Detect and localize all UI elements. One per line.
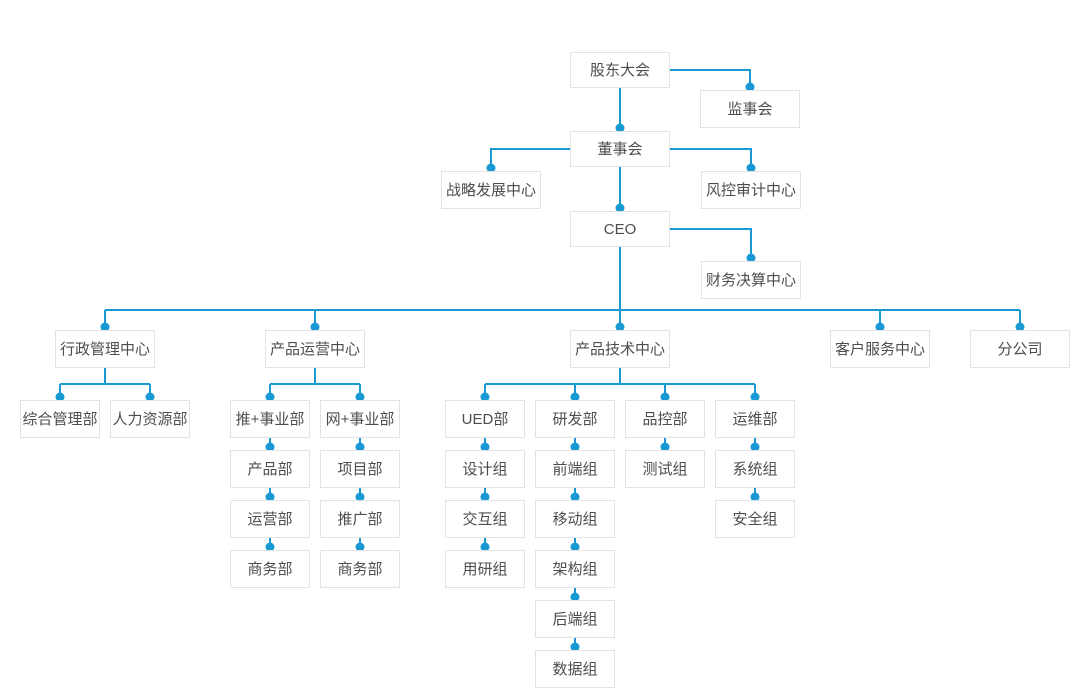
org-node-general-mgmt-dept: 综合管理部 [20, 400, 100, 438]
org-node-business-dept-2: 商务部 [320, 550, 400, 588]
org-node-architecture-group: 架构组 [535, 550, 615, 588]
org-node-interaction-group: 交互组 [445, 500, 525, 538]
org-node-customer-service-center: 客户服务中心 [830, 330, 930, 368]
org-node-security-group: 安全组 [715, 500, 795, 538]
org-node-product-tech-center: 产品技术中心 [570, 330, 670, 368]
org-node-ops-maintenance-dept: 运维部 [715, 400, 795, 438]
org-node-product-ops-center: 产品运营中心 [265, 330, 365, 368]
org-node-strategy-dev-center: 战略发展中心 [441, 171, 541, 209]
org-node-business-dept-1: 商务部 [230, 550, 310, 588]
org-node-branch-company: 分公司 [970, 330, 1070, 368]
org-node-backend-group: 后端组 [535, 600, 615, 638]
connector-dots [55, 82, 1025, 652]
org-node-system-group: 系统组 [715, 450, 795, 488]
org-node-project-dept: 项目部 [320, 450, 400, 488]
org-node-board-of-directors: 董事会 [570, 131, 670, 167]
org-node-hr-dept: 人力资源部 [110, 400, 190, 438]
org-node-frontend-group: 前端组 [535, 450, 615, 488]
org-node-finance-settlement-center: 财务决算中心 [701, 261, 801, 299]
org-node-tui-plus-division: 推+事业部 [230, 400, 310, 438]
org-node-risk-audit-center: 风控审计中心 [701, 171, 801, 209]
org-node-wang-plus-division: 网+事业部 [320, 400, 400, 438]
org-node-rd-dept: 研发部 [535, 400, 615, 438]
org-node-promotion-dept: 推广部 [320, 500, 400, 538]
org-node-mobile-group: 移动组 [535, 500, 615, 538]
org-node-supervisory-board: 监事会 [700, 90, 800, 128]
org-node-admin-mgmt-center: 行政管理中心 [55, 330, 155, 368]
org-node-user-research-group: 用研组 [445, 550, 525, 588]
org-node-ceo: CEO [570, 211, 670, 247]
org-node-data-group: 数据组 [535, 650, 615, 688]
org-node-design-group: 设计组 [445, 450, 525, 488]
org-node-shareholders-meeting: 股东大会 [570, 52, 670, 88]
org-node-operations-dept: 运营部 [230, 500, 310, 538]
org-node-ued-dept: UED部 [445, 400, 525, 438]
org-node-testing-group: 测试组 [625, 450, 705, 488]
org-node-qc-dept: 品控部 [625, 400, 705, 438]
org-node-product-dept: 产品部 [230, 450, 310, 488]
